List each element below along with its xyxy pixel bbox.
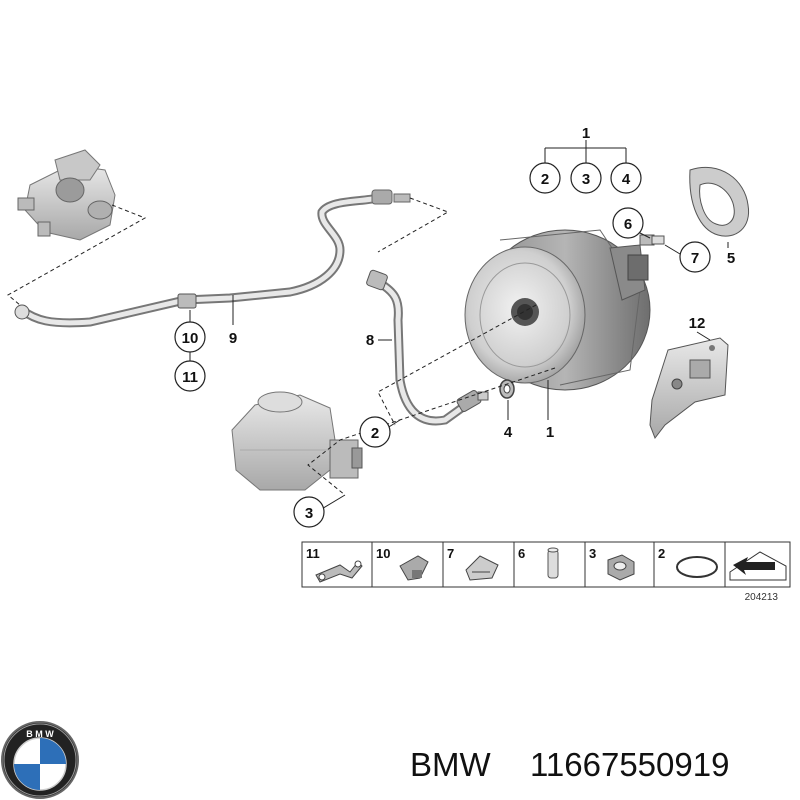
leader-lines-booster xyxy=(189,140,729,511)
callout-5: 5 xyxy=(727,250,735,267)
bmw-logo: B M W xyxy=(1,721,79,799)
pin-6-icon xyxy=(547,547,559,579)
callout-3-top: 3 xyxy=(582,171,590,188)
callout-11: 11 xyxy=(182,369,198,386)
clip-10-icon xyxy=(399,555,429,581)
leader-lines-pump xyxy=(7,204,147,306)
clip-11-icon xyxy=(315,560,363,583)
vacuum-hose-9 xyxy=(14,189,411,328)
clamp-7-icon xyxy=(465,555,499,581)
callout-7: 7 xyxy=(691,250,699,267)
callout-4-top: 4 xyxy=(622,171,631,188)
callout-2-top: 2 xyxy=(541,171,549,188)
seal-ring-4 xyxy=(499,379,515,399)
legend-label-4: 3 xyxy=(589,546,596,561)
callout-4-mid: 4 xyxy=(504,424,513,441)
diagram-number: 204213 xyxy=(745,592,779,603)
callout-2-mid: 2 xyxy=(371,425,379,442)
brake-booster xyxy=(464,229,665,391)
callout-12: 12 xyxy=(689,315,706,332)
vacuum-pump xyxy=(17,149,116,241)
callout-10: 10 xyxy=(182,330,199,347)
parts-legend: 11 10 7 6 3 2 xyxy=(301,541,791,603)
legend-label-5: 2 xyxy=(658,546,665,561)
callout-3-bottom: 3 xyxy=(305,505,313,522)
callout-1-top: 1 xyxy=(582,125,590,142)
legend-label-3: 6 xyxy=(518,546,525,561)
leader-lines-hose xyxy=(377,197,450,253)
legend-label-1: 10 xyxy=(376,546,390,561)
bmw-logo-lettering: B M W xyxy=(26,729,54,739)
oring-2-icon xyxy=(676,556,718,578)
callouts: 1 2 3 4 6 7 5 10 11 9 8 12 2 4 1 3 xyxy=(174,125,735,528)
nut-3-icon xyxy=(607,554,635,581)
footer-part-number: 11667550919 xyxy=(530,746,729,783)
bracket-12 xyxy=(649,337,729,440)
callout-8: 8 xyxy=(366,332,374,349)
gasket-5 xyxy=(689,166,750,237)
legend-label-0: 11 xyxy=(306,546,320,561)
brake-fluid-reservoir xyxy=(231,391,363,491)
arrow-sign-icon xyxy=(729,551,787,581)
callout-1-mid: 1 xyxy=(546,424,554,441)
callout-6: 6 xyxy=(624,216,632,233)
callout-9: 9 xyxy=(229,330,237,347)
footer-brand: BMW xyxy=(410,746,492,783)
legend-label-2: 7 xyxy=(447,546,454,561)
